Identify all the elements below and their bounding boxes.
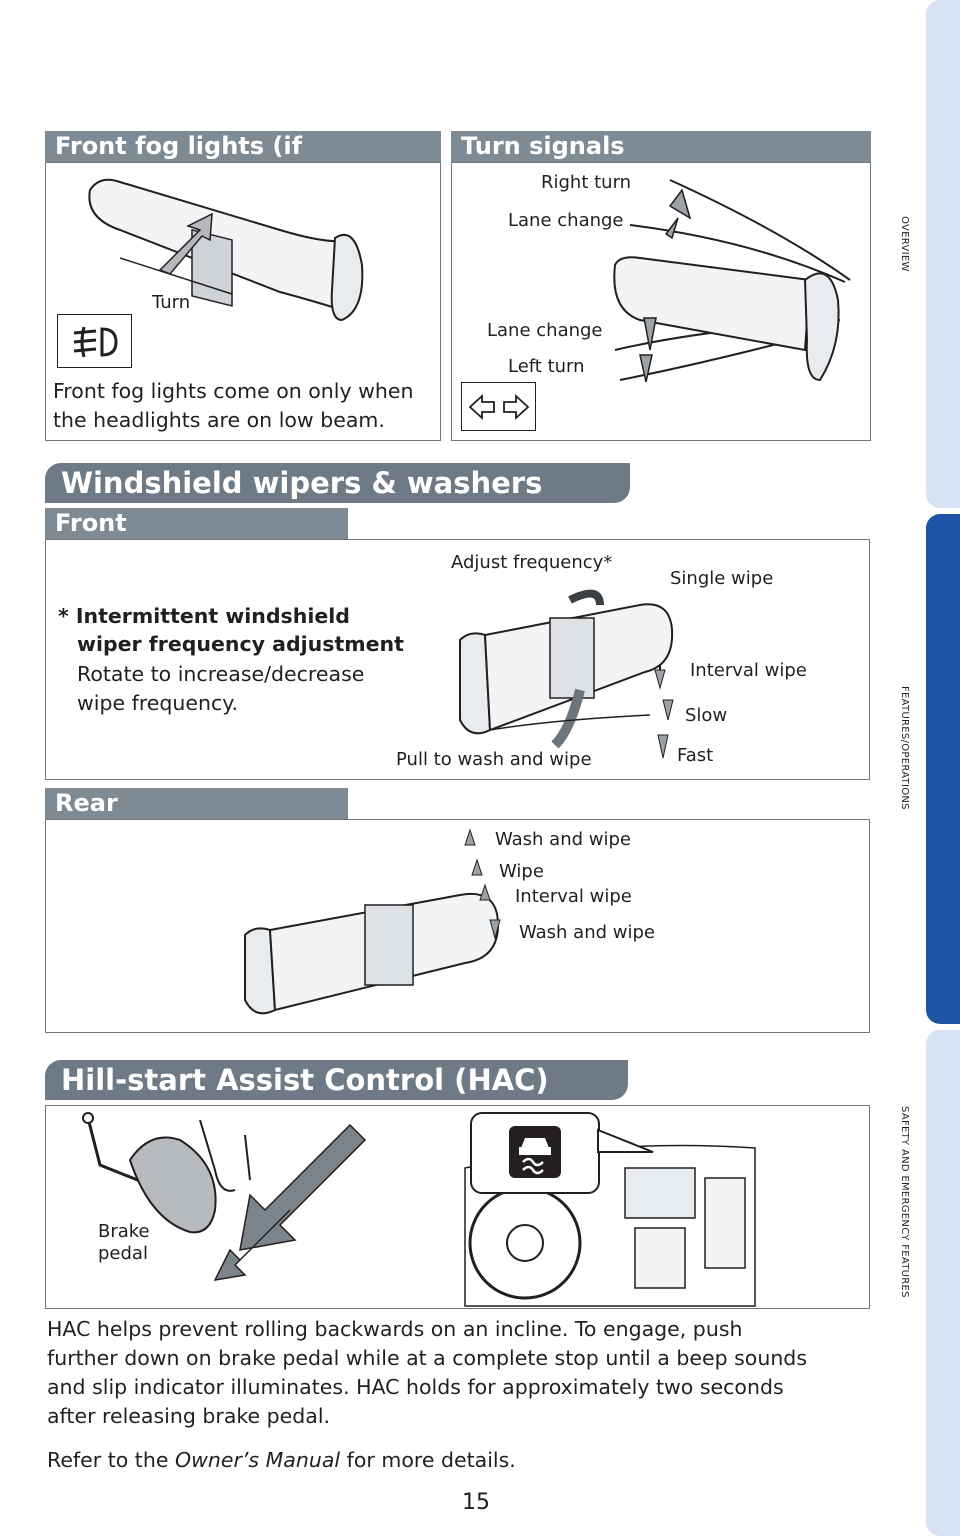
- rear-wiper-lever-illustration: [244, 828, 501, 1015]
- interval-wipe-label: Interval wipe: [690, 660, 807, 681]
- refer-suffix: for more details.: [340, 1448, 516, 1472]
- left-turn-label: Left turn: [508, 356, 585, 377]
- single-wipe-label: Single wipe: [670, 568, 774, 589]
- fog-description-line2: the headlights are on low beam.: [53, 408, 385, 432]
- brake-pedal-label-line2: pedal: [98, 1243, 148, 1264]
- hac-paragraph-line3: and slip indicator illuminates. HAC hold…: [47, 1375, 784, 1399]
- hac-paragraph-line2: further down on brake pedal while at a c…: [47, 1346, 808, 1370]
- pull-wash-label: Pull to wash and wipe: [396, 749, 592, 770]
- hac-section-title: Hill-start Assist Control (HAC): [45, 1060, 628, 1100]
- wipers-rear-header: Rear: [45, 788, 348, 819]
- wiper-note-text1: Rotate to increase/decrease: [77, 662, 365, 686]
- rear-wash-top-label: Wash and wipe: [495, 829, 631, 850]
- lane-change-up-label: Lane change: [508, 210, 624, 231]
- rear-wash-bottom-label: Wash and wipe: [519, 922, 655, 943]
- page-number: 15: [462, 1490, 490, 1515]
- wiper-note-bold: wiper frequency adjustment: [77, 632, 404, 656]
- slip-indicator-callout: [470, 1112, 600, 1194]
- wipers-front-panel: [45, 539, 870, 780]
- hac-paragraph-line4: after releasing brake pedal.: [47, 1404, 331, 1428]
- fog-indicator-icon: [57, 314, 132, 368]
- fog-lever-illustration: [88, 178, 364, 322]
- fog-description-line1: Front fog lights come on only when: [53, 379, 414, 403]
- right-turn-label: Right turn: [541, 172, 632, 193]
- turn-indicator-icon: [461, 382, 536, 431]
- tab-overview-label: OVERVIEW: [899, 216, 910, 272]
- brake-pedal-illustration: [82, 1112, 367, 1281]
- wipers-front-header: Front: [45, 508, 348, 539]
- fog-lights-header: Front fog lights (if equipped): [45, 131, 441, 190]
- owners-manual-link[interactable]: Owner’s Manual: [174, 1448, 341, 1472]
- turn-signals-header: Turn signals: [451, 131, 871, 162]
- wiper-note-star: * Intermittent windshield: [58, 604, 350, 628]
- slip-indicator-icon: [509, 1126, 561, 1178]
- refer-manual-line: Refer to the Owner’s Manual for more det…: [47, 1446, 516, 1476]
- rear-interval-label: Interval wipe: [515, 886, 632, 907]
- rear-wipe-label: Wipe: [499, 861, 544, 882]
- refer-prefix: Refer to the: [47, 1448, 175, 1472]
- wiper-note-text2: wipe frequency.: [77, 691, 239, 715]
- tab-features-operations[interactable]: [926, 514, 960, 1024]
- fast-label: Fast: [677, 745, 714, 766]
- tab-safety-label: SAFETY AND EMERGENCY FEATURES: [899, 1106, 910, 1298]
- adjust-frequency-label: Adjust frequency*: [451, 552, 613, 573]
- brake-pedal-label-line1: Brake: [98, 1221, 150, 1242]
- turn-lever-illustration: [613, 179, 851, 383]
- front-wiper-lever-illustration: [459, 589, 674, 759]
- wipers-section-title: Windshield wipers & washers: [45, 463, 630, 503]
- tab-overview[interactable]: [926, 0, 960, 508]
- hac-paragraph-line1: HAC helps prevent rolling backwards on a…: [47, 1317, 743, 1341]
- tab-features-label: FEATURES/OPERATIONS: [899, 686, 910, 810]
- lane-change-down-label: Lane change: [487, 320, 603, 341]
- fog-turn-label: Turn: [152, 292, 191, 313]
- callout-pointer: [597, 1128, 654, 1153]
- slow-label: Slow: [685, 705, 728, 726]
- tab-safety-emergency[interactable]: [926, 1030, 960, 1536]
